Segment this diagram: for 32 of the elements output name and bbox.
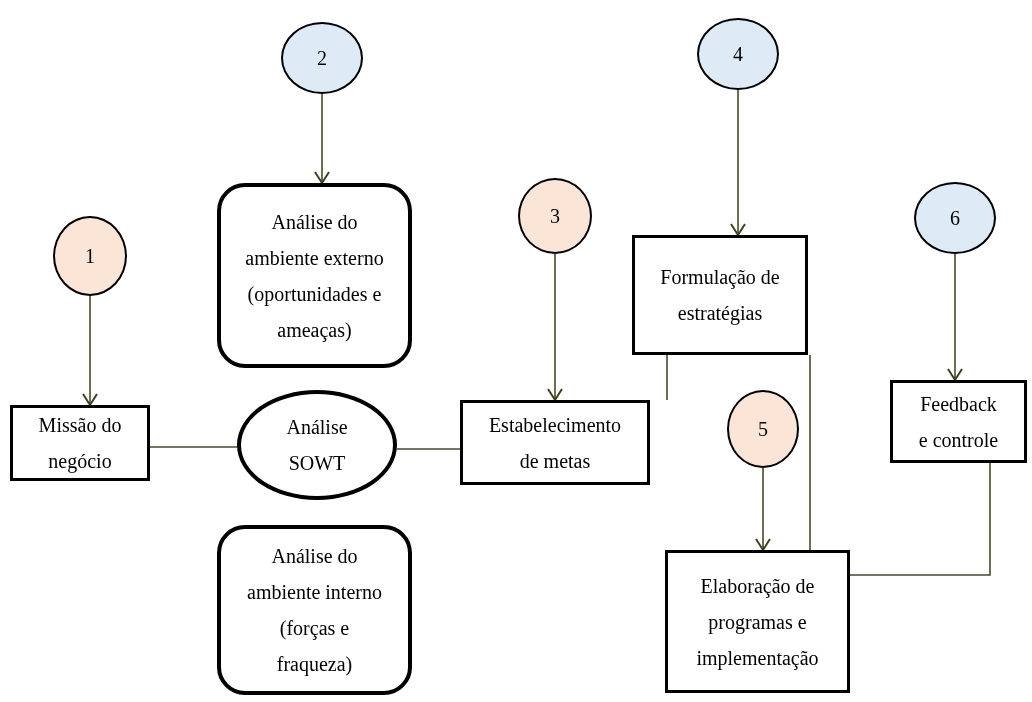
rounded-box bbox=[217, 525, 412, 695]
arrow bbox=[547, 253, 563, 401]
connector-line bbox=[666, 354, 668, 401]
node-label: 3 bbox=[550, 204, 560, 229]
node-label: 1 bbox=[85, 244, 95, 269]
arrow bbox=[755, 467, 771, 551]
node-label: Estabelecimento de metas bbox=[487, 412, 623, 474]
node-label: 5 bbox=[758, 417, 768, 442]
arrow bbox=[314, 93, 330, 184]
rounded-box bbox=[217, 183, 412, 368]
arrow bbox=[947, 253, 963, 381]
arrow bbox=[730, 89, 746, 236]
node-label: Feedback e controle bbox=[917, 391, 1000, 453]
connector-line bbox=[149, 446, 238, 448]
process-box bbox=[665, 550, 850, 693]
node-label: Análise SOWT bbox=[285, 415, 349, 476]
node-label: Missão do negócio bbox=[37, 413, 123, 475]
node-label: Análise do ambiente externo (oportunidades e ameaças) bbox=[245, 209, 384, 344]
connector-line bbox=[849, 462, 991, 576]
connector-line bbox=[809, 354, 811, 551]
node-label: 6 bbox=[950, 206, 960, 231]
node-label: Formulação de estratégias bbox=[659, 265, 781, 327]
node-label: Elaboração de programas e implementação bbox=[695, 573, 820, 672]
connector-line bbox=[396, 448, 461, 450]
node-label: 4 bbox=[733, 42, 743, 67]
arrow bbox=[82, 295, 98, 406]
process-box bbox=[632, 235, 808, 355]
node-label: 2 bbox=[317, 46, 327, 71]
process-box bbox=[460, 400, 650, 485]
process-box bbox=[890, 380, 1027, 463]
process-box bbox=[10, 405, 150, 481]
node-label: Análise do ambiente interno (forças e fraqueza) bbox=[246, 544, 383, 678]
